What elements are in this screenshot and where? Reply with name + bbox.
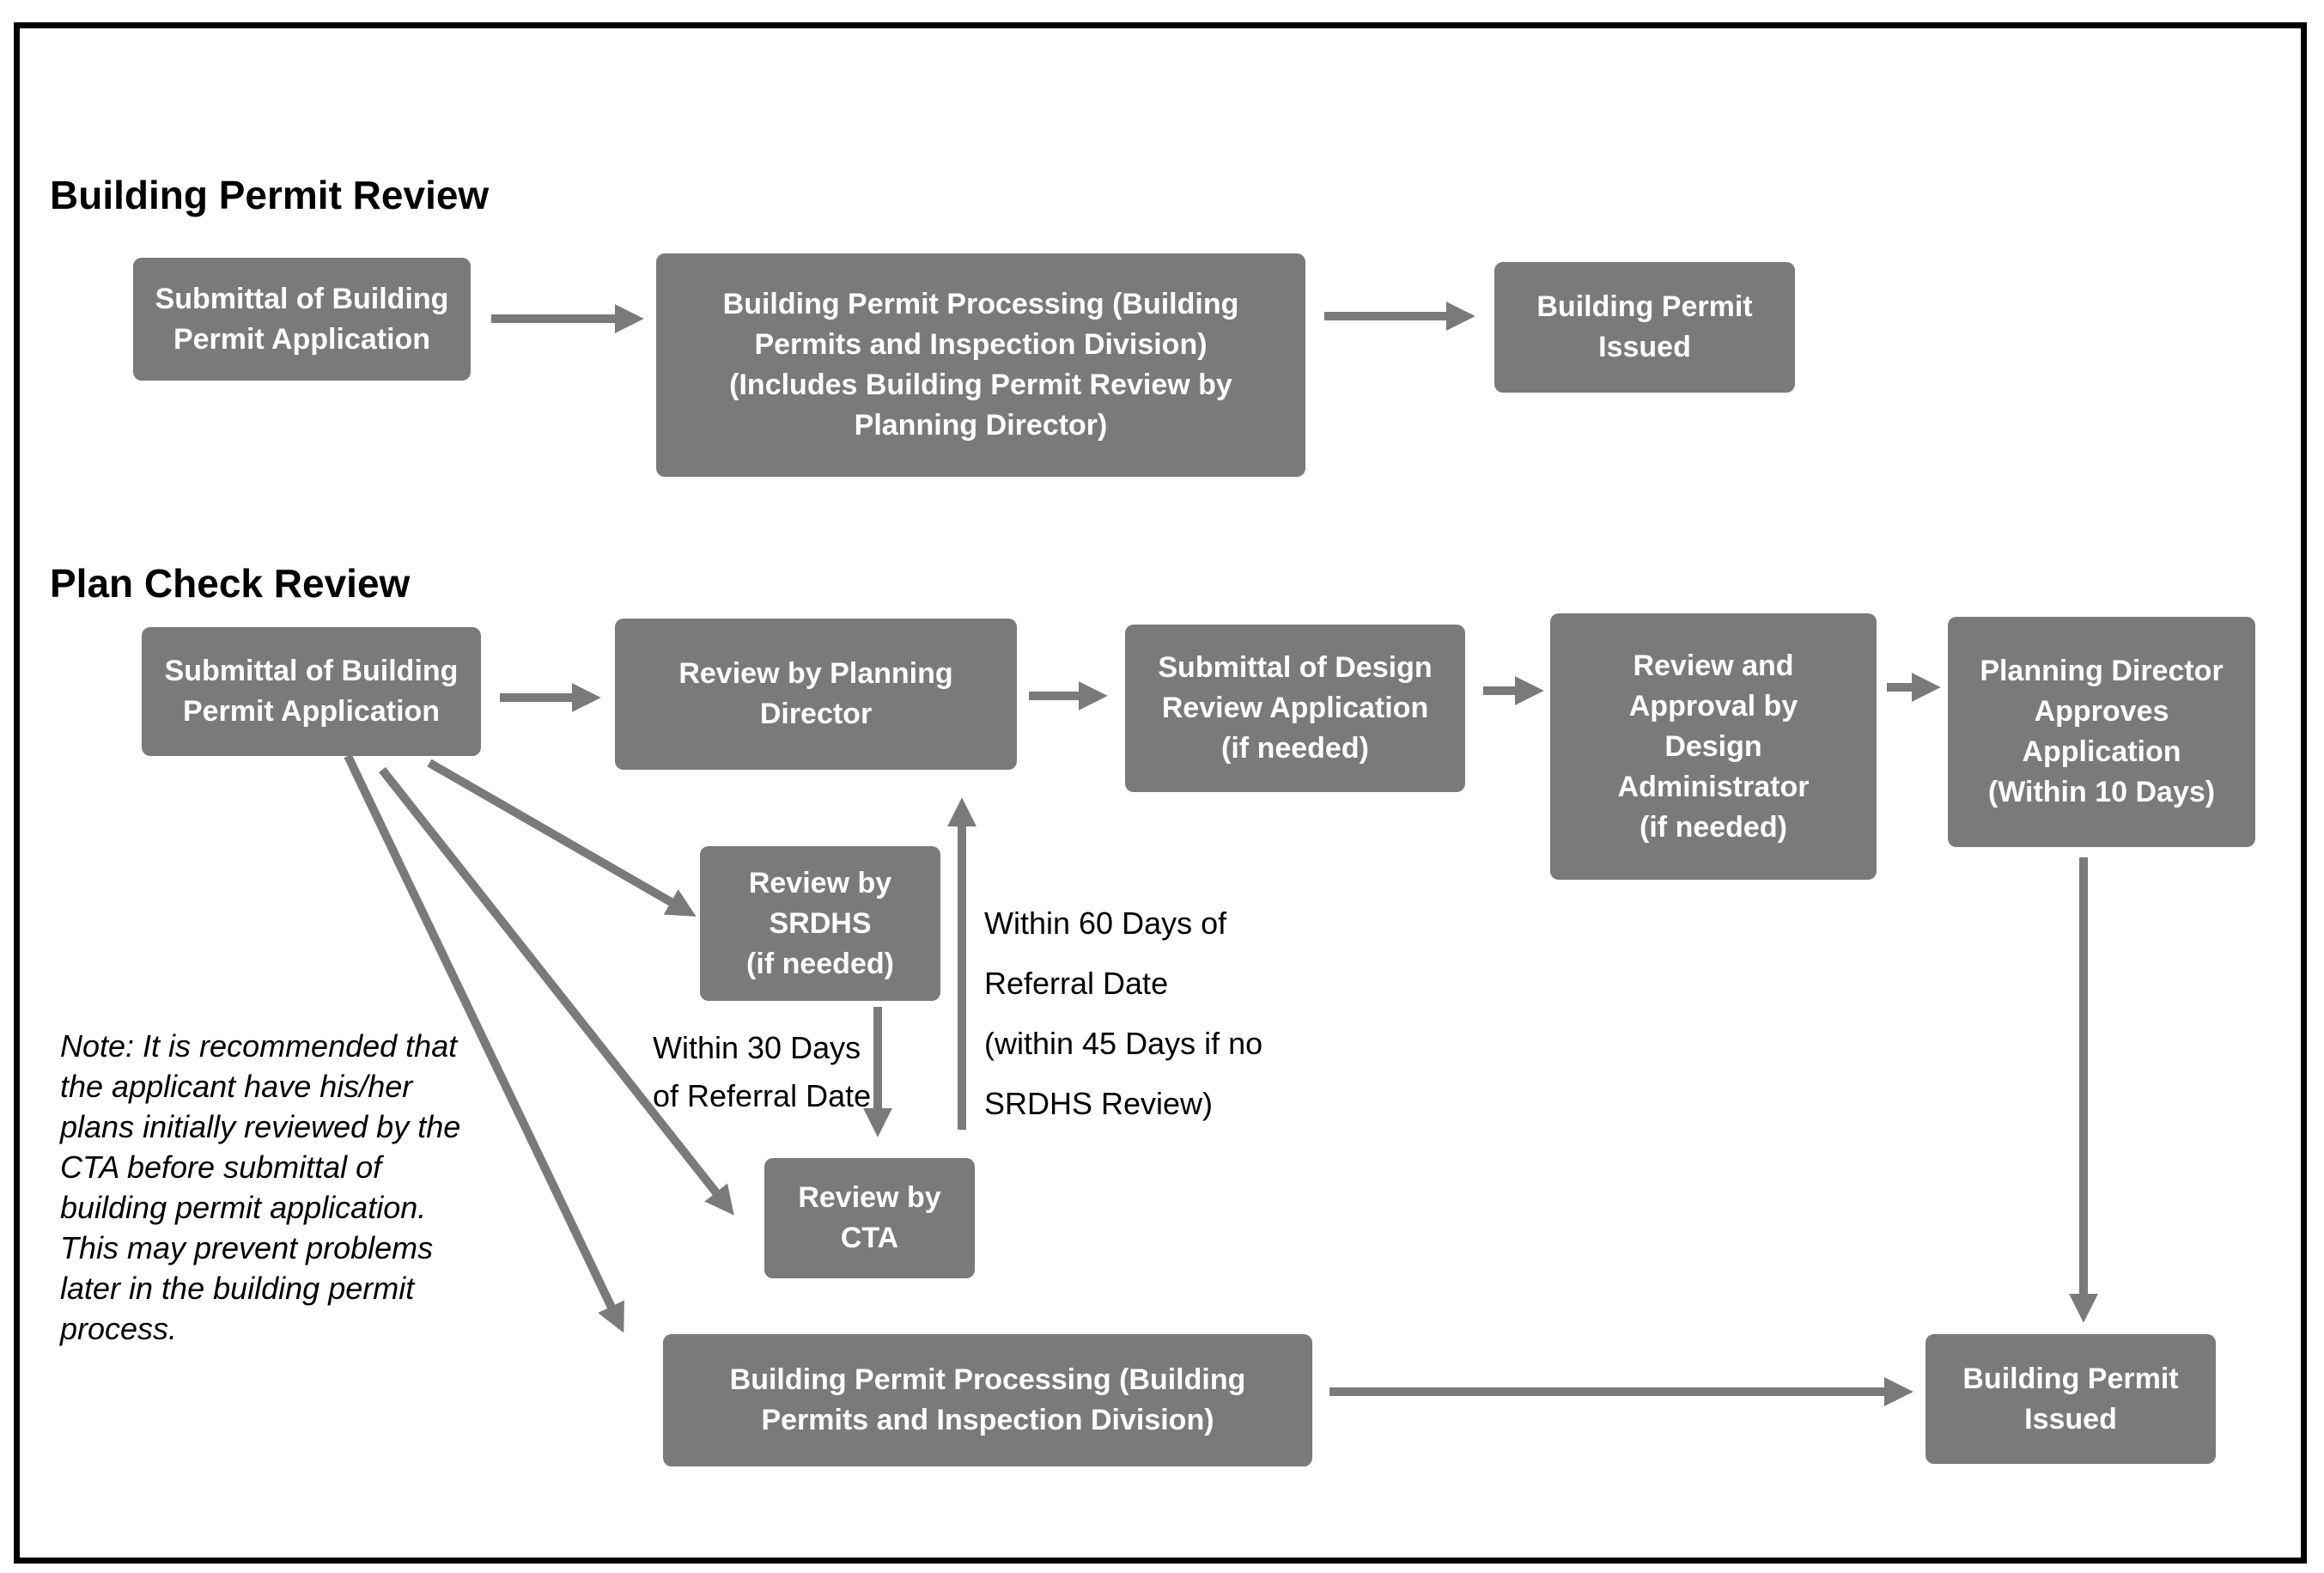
flow1-issued-node: Building Permit Issued — [1494, 262, 1795, 393]
section-title-plan-check-review: Plan Check Review — [50, 561, 411, 606]
note-text: Note: It is recommended that the applica… — [60, 1028, 461, 1346]
flow2-issued-node: Building Permit Issued — [1926, 1334, 2216, 1464]
flow2-director-approves-node: Planning Director Approves Application (… — [1948, 617, 2255, 847]
flow1-processing-node: Building Permit Processing (Building Per… — [656, 253, 1305, 477]
flow2-review-planning-director-node: Review by Planning Director — [615, 619, 1017, 770]
arrow-submittal-to-cta — [379, 766, 734, 1216]
arrow-submittal-to-processing-bottom — [344, 753, 624, 1333]
flow2-processing-node: Building Permit Processing (Building Per… — [663, 1334, 1312, 1466]
flow2-submittal-design-review-node: Submittal of Design Review Application (… — [1125, 625, 1465, 792]
flow2-review-srdhs-node: Review by SRDHS (if needed) — [700, 846, 940, 1001]
arrow-submittal-to-srdhs — [427, 759, 697, 917]
page-border — [14, 22, 2307, 1564]
flow2-review-cta-node: Review by CTA — [764, 1158, 975, 1278]
label-within-30-days: Within 30 Days of Referral Date — [653, 1030, 872, 1113]
label-within-60-days: Within 60 Days of Referral Date (within … — [984, 905, 1263, 1121]
flow1-submittal-node: Submittal of Building Permit Application — [133, 258, 471, 381]
section-title-building-permit-review: Building Permit Review — [50, 173, 490, 217]
flow2-submittal-node: Submittal of Building Permit Application — [142, 627, 481, 756]
flow2-review-approval-design-admin-node: Review and Approval by Design Administra… — [1550, 613, 1877, 880]
